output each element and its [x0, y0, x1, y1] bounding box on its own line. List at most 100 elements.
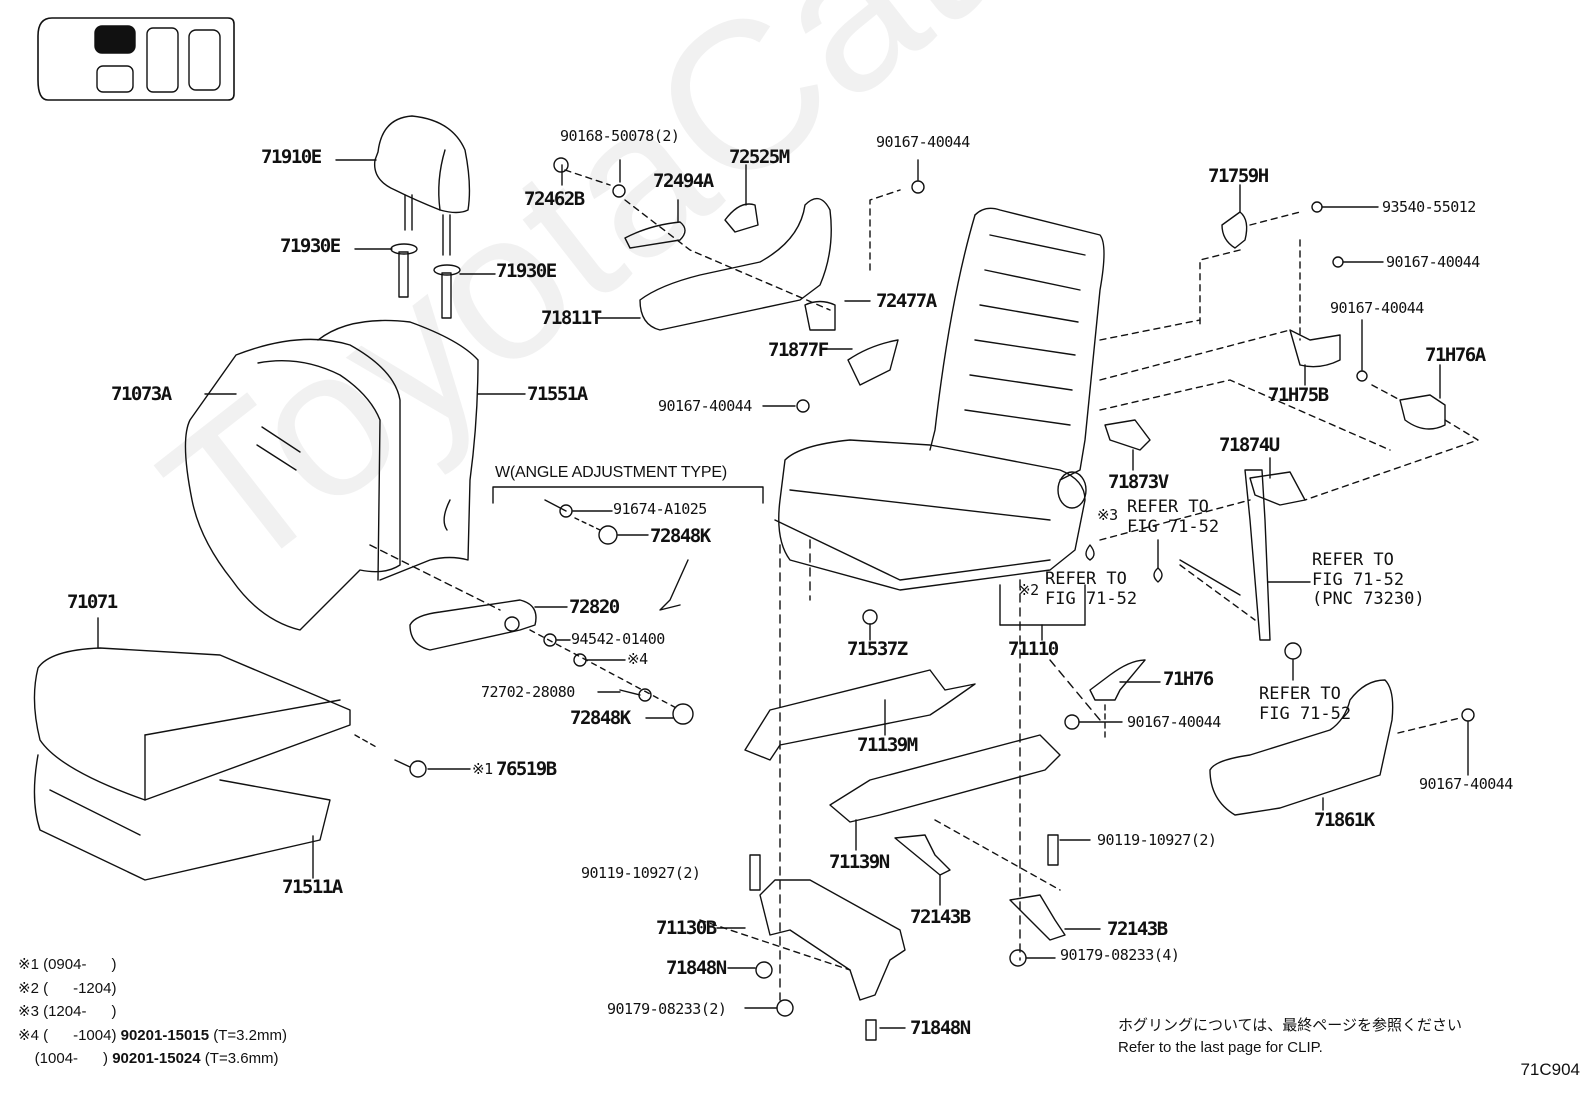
part-label-71930E[interactable]: 71930E — [496, 260, 557, 282]
clip-note-english: Refer to the last page for CLIP. — [1118, 1039, 1323, 1056]
part-label-71511A[interactable]: 71511A — [282, 876, 343, 898]
legend-row: (1004- ) 90201-15024 (T=3.6mm) — [18, 1047, 287, 1071]
headrest-guide-drawings — [354, 243, 496, 319]
part-label-71877F[interactable]: 71877F — [768, 339, 829, 361]
part-label-71551A[interactable]: 71551A — [527, 383, 588, 405]
legend-spec: (T=3.2mm) — [213, 1026, 287, 1044]
part-label-71537Z[interactable]: 71537Z — [847, 638, 908, 660]
refer-note[interactable]: REFER TO FIG 71-52 — [1045, 569, 1138, 609]
refer-note-line: REFER TO — [1045, 569, 1127, 589]
part-label-90167-40044[interactable]: 90167-40044 — [1330, 299, 1424, 317]
part-label-71H76[interactable]: 71H76 — [1163, 668, 1214, 690]
refer-note[interactable]: REFER TO FIG 71-52 — [1259, 684, 1352, 724]
refer-note-line: FIG 71-52 — [1259, 703, 1352, 724]
part-label-91674-A1025[interactable]: 91674-A1025 — [613, 500, 707, 518]
refer-note-line: REFER TO — [1312, 550, 1394, 570]
part-label-72143B[interactable]: 72143B — [910, 906, 971, 928]
legend-mark: ※4 — [18, 1026, 39, 1044]
part-label-71139M[interactable]: 71139M — [857, 734, 918, 756]
legend-row: ※1 (0904- ) — [18, 953, 287, 977]
legend-range: (0904- ) — [43, 956, 117, 973]
recliner-cover-drawings — [553, 157, 925, 413]
footnote-legend: ※1 (0904- ) ※2 ( -1204) ※3 (1204- ) ※4 (… — [18, 953, 287, 1071]
refer-note-line: REFER TO — [1259, 684, 1341, 704]
headrest-drawing — [335, 115, 471, 256]
legend-range: ( -1004) — [43, 1026, 117, 1044]
part-label-72477A[interactable]: 72477A — [876, 290, 937, 312]
part-label-71071[interactable]: 71071 — [67, 591, 118, 613]
seat-position-indicator-icon — [37, 17, 235, 101]
part-label-90167-40044[interactable]: 90167-40044 — [1386, 253, 1480, 271]
legend-row: ※2 ( -1204) — [18, 977, 287, 1001]
refer-note-line: FIG 71-52 — [1127, 516, 1220, 537]
refer-note-pnc-73230[interactable]: REFER TO FIG 71-52 (PNC 73230) — [1312, 550, 1425, 610]
right-bracket-drawings — [1085, 184, 1479, 681]
part-label-90167-40044[interactable]: 90167-40044 — [1127, 713, 1221, 731]
part-label-71110[interactable]: 71110 — [1008, 638, 1059, 660]
part-label-71811T[interactable]: 71811T — [541, 307, 602, 329]
part-label-90167-40044[interactable]: 90167-40044 — [1419, 775, 1513, 793]
refer-note-line: FIG 71-52 — [1045, 588, 1138, 609]
legend-range: (1204- ) — [43, 1003, 117, 1020]
part-label-72494A[interactable]: 72494A — [653, 170, 714, 192]
part-label-90167-40044[interactable]: 90167-40044 — [876, 133, 970, 151]
part-label-72462B[interactable]: 72462B — [524, 188, 585, 210]
part-label-76519B[interactable]: 76519B — [496, 758, 557, 780]
part-label-71759H[interactable]: 71759H — [1208, 165, 1269, 187]
figure-code: 71C904 — [1520, 1060, 1580, 1079]
part-label-72848K[interactable]: 72848K — [570, 707, 631, 729]
part-label-71873V[interactable]: 71873V — [1108, 471, 1169, 493]
part-label-72820[interactable]: 72820 — [569, 596, 620, 618]
legend-range: (1004- ) — [34, 1050, 109, 1067]
part-label-90167-40044[interactable]: 90167-40044 — [658, 397, 752, 415]
part-label-71H76A[interactable]: 71H76A — [1425, 344, 1486, 366]
part-label-94542-01400[interactable]: 94542-01400 — [571, 630, 665, 648]
legend-mark: ※2 — [18, 979, 39, 997]
armrest-drawings — [369, 486, 764, 725]
note-mark-4: ※4 — [627, 650, 648, 668]
legend-spec: (T=3.6mm) — [204, 1050, 279, 1067]
legend-part-number[interactable]: 90201-15015 — [120, 1026, 210, 1044]
seat-cushion-drawing — [33, 617, 471, 881]
note-mark-1: ※1 — [472, 760, 493, 778]
part-label-71130B[interactable]: 71130B — [656, 917, 717, 939]
part-label-72143B[interactable]: 72143B — [1107, 918, 1168, 940]
legend-range: ( -1204) — [43, 979, 117, 997]
part-label-71073A[interactable]: 71073A — [111, 383, 172, 405]
part-label-71848N[interactable]: 71848N — [910, 1017, 971, 1039]
part-label-71861K[interactable]: 71861K — [1314, 809, 1375, 831]
seatback-cover-drawing — [184, 319, 526, 631]
refer-note-line: (PNC 73230) — [1312, 589, 1425, 610]
side-trim-drawings — [1064, 659, 1475, 816]
legend-part-number[interactable]: 90201-15024 — [112, 1050, 201, 1067]
part-label-72525M[interactable]: 72525M — [729, 146, 790, 168]
indicator-cell-front-left — [94, 25, 136, 54]
part-label-71910E[interactable]: 71910E — [261, 146, 322, 168]
part-label-72702-28080[interactable]: 72702-28080 — [481, 683, 575, 701]
legend-row: ※3 (1204- ) — [18, 1000, 287, 1024]
part-label-90179-08233[interactable]: 90179-08233(4) — [1060, 946, 1180, 964]
part-label-71874U[interactable]: 71874U — [1219, 434, 1280, 456]
part-label-71139N[interactable]: 71139N — [829, 851, 890, 873]
clip-note-japanese: ホグリングについては、最終ページを参照ください — [1118, 1016, 1462, 1034]
refer-note[interactable]: REFER TO FIG 71-52 — [1127, 497, 1220, 537]
part-label-71H75B[interactable]: 71H75B — [1268, 384, 1329, 406]
seat-rail-drawings — [699, 609, 1101, 1041]
part-label-90119-10927[interactable]: 90119-10927(2) — [1097, 831, 1217, 849]
part-label-90179-08233[interactable]: 90179-08233(2) — [607, 1000, 727, 1018]
part-label-93540-55012[interactable]: 93540-55012 — [1382, 198, 1476, 216]
refer-note-line: FIG 71-52 — [1312, 569, 1405, 590]
legend-mark: ※3 — [18, 1003, 39, 1020]
part-label-90168-50078[interactable]: 90168-50078(2) — [560, 127, 680, 145]
part-label-90119-10927[interactable]: 90119-10927(2) — [581, 864, 701, 882]
part-label-72848K[interactable]: 72848K — [650, 525, 711, 547]
legend-row: ※4 ( -1004) 90201-15015 (T=3.2mm) — [18, 1024, 287, 1048]
legend-mark: ※1 — [18, 956, 39, 973]
seat-frame-drawing — [774, 207, 1391, 1001]
part-label-71848N[interactable]: 71848N — [666, 957, 727, 979]
angle-adjustment-group-title: W(ANGLE ADJUSTMENT TYPE) — [495, 464, 727, 481]
part-label-71930E[interactable]: 71930E — [280, 235, 341, 257]
refer-note-line: REFER TO — [1127, 497, 1209, 517]
